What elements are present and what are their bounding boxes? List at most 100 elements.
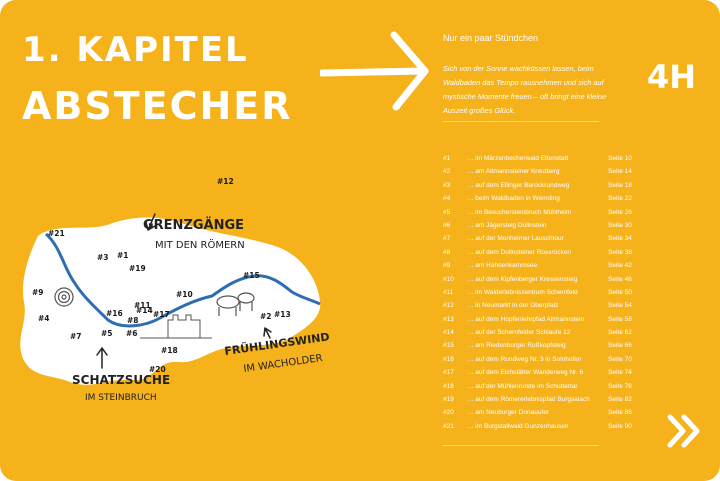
toc-title: … am Jägersteig Dollnstein	[467, 221, 547, 229]
toc-page: Seite 54	[608, 302, 632, 310]
toc-number: #9	[443, 262, 451, 270]
map-marker[interactable]: #3	[97, 253, 109, 262]
toc-page: Seite 74	[608, 369, 632, 377]
toc-row[interactable]: #6 … am Jägersteig Dollnstein Seite 30	[443, 219, 639, 232]
toc-page: Seite 78	[608, 382, 632, 390]
toc-page: Seite 82	[608, 396, 632, 404]
toc-title: … auf dem Dollnsteiner Rossrücken	[467, 248, 572, 256]
map-marker[interactable]: #5	[101, 329, 113, 338]
map-label-wacholder: IM WACHOLDER	[243, 353, 323, 375]
ammonite-icon	[54, 287, 74, 307]
river-line	[44, 232, 321, 328]
toc-title: … am Hahnenkammsee	[467, 262, 538, 270]
toc-title: … auf dem Hopfenlehrpfad Altmannstein	[467, 315, 585, 323]
toc-number: #6	[443, 221, 451, 229]
toc-number: #14	[443, 329, 454, 337]
map-marker[interactable]: #19	[129, 264, 146, 273]
toc-row[interactable]: #13… auf dem Hopfenlehrpfad Altmannstein…	[443, 313, 639, 326]
toc-title: … am Altmannsteiner Kreutberg	[467, 168, 560, 176]
toc-title: … im Märzenbecherwald Ettenstatt	[467, 155, 569, 162]
toc-number: #12	[443, 302, 454, 310]
toc-page: Seite 70	[608, 355, 632, 363]
toc-title: … auf dem Römererlebnispfad Burgsalach	[467, 396, 590, 404]
map-label-schatzsuche: SCHATZSUCHE	[72, 373, 170, 387]
toc-title: … in Neumarkt in der Oberpfalz	[467, 302, 559, 310]
map-marker[interactable]: #14	[136, 306, 153, 315]
toc-title: … auf der Monheimer Lauschtour	[467, 235, 564, 243]
region-map: GRENZGÄNGE MIT DEN RÖMERN SCHATZSUCHE IM…	[20, 177, 330, 403]
arrow-right-icon	[320, 31, 429, 111]
toc-page: Seite 50	[608, 288, 632, 296]
map-marker[interactable]: #17	[153, 310, 170, 319]
map-marker[interactable]: #12	[217, 177, 234, 186]
toc-title: … im Walderlebniszentrum Schernfeld	[467, 288, 578, 296]
toc-title: … beim Waldbaden in Wemding	[467, 195, 560, 203]
toc-number: #15	[443, 342, 454, 350]
map-marker[interactable]: #1	[117, 251, 129, 260]
toc-page: Seite 30	[608, 221, 632, 229]
map-marker[interactable]: #11	[134, 301, 151, 310]
toc-number: #4	[443, 195, 451, 203]
toc-page: Seite 22	[608, 195, 632, 203]
map-marker[interactable]: #20	[149, 365, 166, 374]
toc-row[interactable]: #9 … am Hahnenkammsee Seite 42	[443, 259, 639, 272]
toc-number: #5	[443, 208, 451, 216]
double-chevron-right-icon[interactable]	[665, 412, 703, 450]
map-marker[interactable]: #4	[38, 314, 50, 323]
map-marker[interactable]: #21	[48, 229, 65, 238]
toc-number: #1	[443, 155, 451, 162]
map-marker[interactable]: #2	[260, 312, 272, 321]
toc-title: … am Neuburger Donauufer	[467, 409, 550, 417]
toc-number: #19	[443, 396, 454, 404]
duration-badge: 4H	[647, 58, 697, 96]
map-label-grenzgaenge: GRENZGÄNGE	[143, 217, 244, 233]
map-marker[interactable]: #16	[106, 309, 123, 318]
map-marker[interactable]: #10	[176, 290, 193, 299]
map-marker[interactable]: #7	[70, 332, 82, 341]
chapter-title: ABSTECHER	[22, 84, 293, 128]
toc-page: Seite 46	[608, 275, 632, 283]
toc-page: Seite 66	[608, 342, 632, 350]
map-marker[interactable]: #18	[161, 346, 178, 355]
castle-icon	[140, 314, 212, 339]
map-marker[interactable]: #6	[126, 329, 138, 338]
toc-row[interactable]: #4 … beim Waldbaden in Wemding Seite 22	[443, 192, 639, 205]
toc-page: Seite 26	[608, 208, 632, 216]
toc-number: #3	[443, 181, 451, 189]
toc-page: Seite 14	[608, 168, 632, 176]
toc-title: … auf dem Rundweg Nr. 3 in Solnhofen	[467, 355, 582, 363]
divider	[443, 445, 599, 446]
route-markers: #12 #21 #3 #1#19 #15 #9 #10 #11 #16 #14#17 #8 #2#13…	[32, 177, 291, 374]
toc-title: … auf der Mühlenrunde im Schuttertal	[467, 382, 577, 390]
map-label-steinbruch: IM STEINBRUCH	[85, 393, 157, 403]
map-marker[interactable]: #8	[127, 316, 139, 325]
toc-row[interactable]: #12 … in Neumarkt in der Oberpfalz Seite 5…	[443, 299, 639, 312]
map-marker[interactable]: #13	[274, 310, 291, 319]
section-subtitle: Nur ein paar Stündchen	[443, 33, 539, 43]
map-marker[interactable]: #9	[32, 288, 44, 297]
map-label-roemern: MIT DEN RÖMERN	[155, 238, 245, 251]
toc-row[interactable]: #19 … auf dem Römererlebnispfad Burgsalac…	[443, 393, 639, 406]
toc-page: Seite 42	[608, 262, 632, 270]
map-marker[interactable]: #15	[243, 271, 260, 280]
toc-title: … auf dem Ellinger Barockrundweg	[467, 181, 570, 189]
map-area	[20, 217, 321, 385]
goat-icon	[216, 292, 255, 316]
toc-row[interactable]: #17… auf dem Eichstätter Wanderweg Nr. 6…	[443, 366, 639, 379]
